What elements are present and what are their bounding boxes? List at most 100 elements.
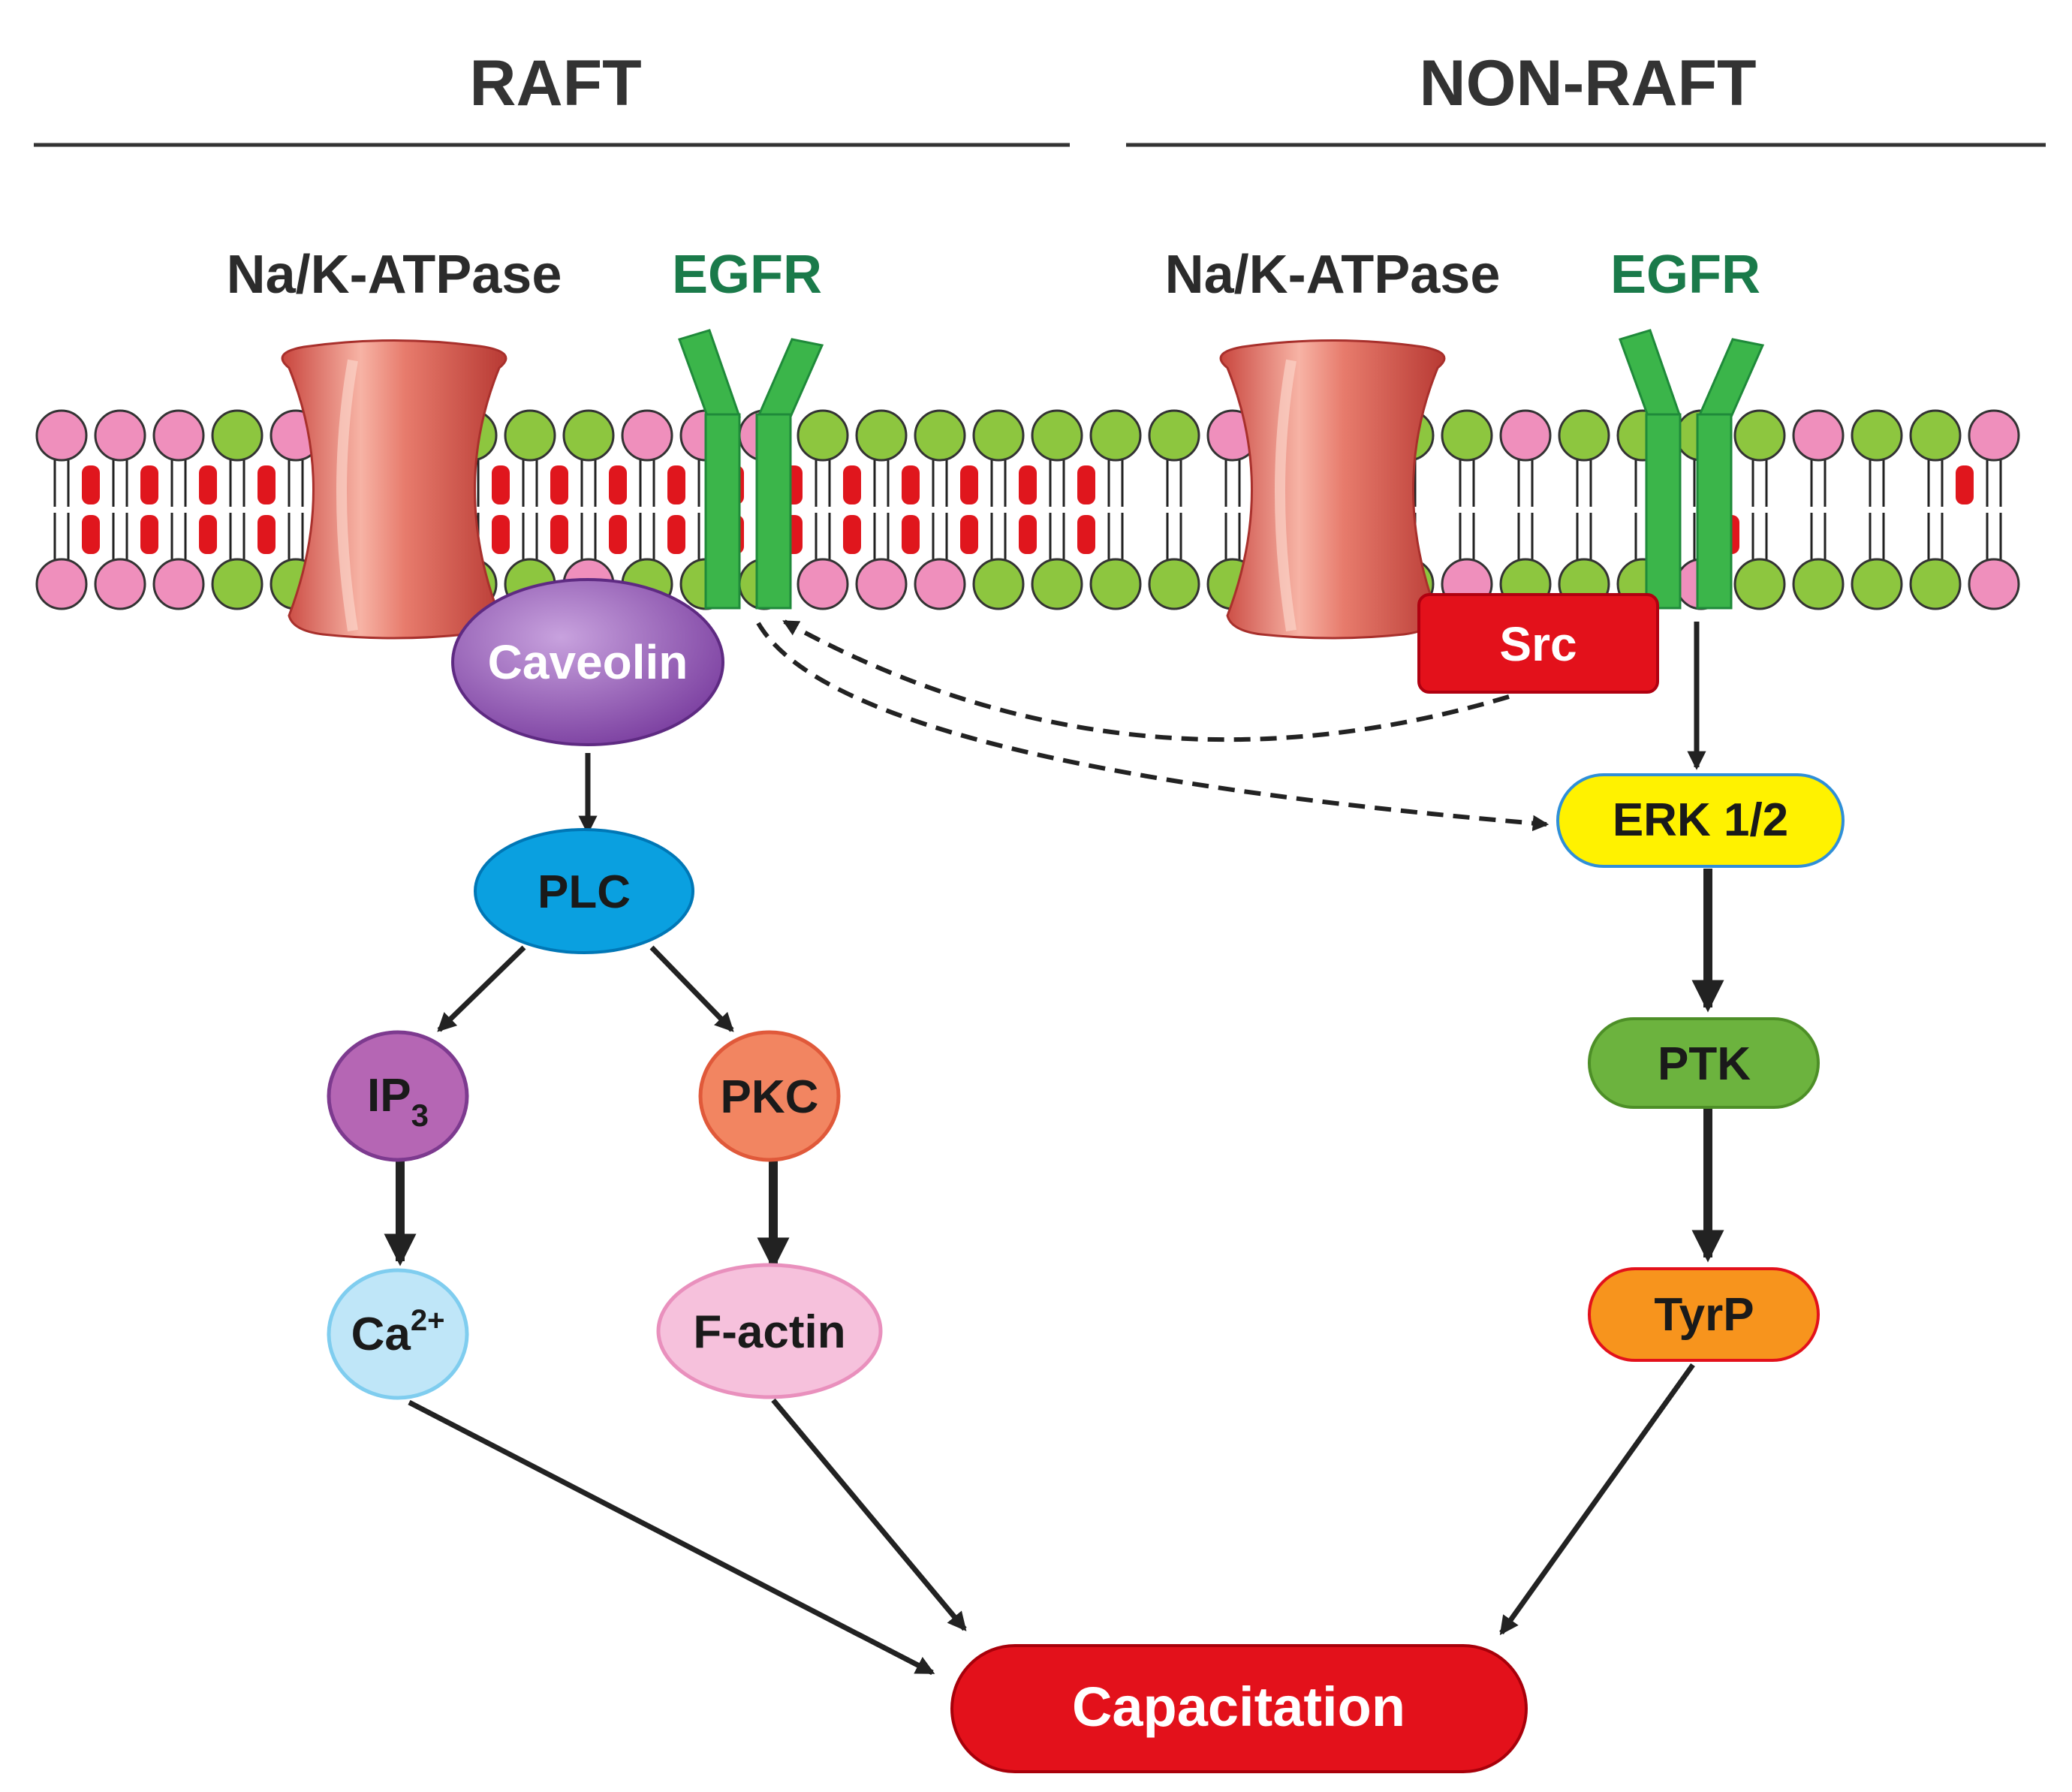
lipid-head xyxy=(1148,558,1200,610)
lipid-head xyxy=(35,558,88,610)
cholesterol xyxy=(843,465,861,504)
svg-text:IP3: IP3 xyxy=(367,1070,429,1133)
cholesterol xyxy=(667,515,685,554)
capacitation-label: Capacitation xyxy=(1072,1676,1405,1738)
egfr-to-erk-dashed-arrow xyxy=(756,622,1549,832)
tyrp-label: TyrP xyxy=(1654,1289,1754,1341)
node-ptk: PTK xyxy=(1588,1017,1820,1109)
cholesterol xyxy=(1956,465,1974,504)
cholesterol xyxy=(843,515,861,554)
cholesterol xyxy=(1077,465,1095,504)
cholesterol xyxy=(550,515,568,554)
lipid-head xyxy=(797,558,849,610)
lipid-head xyxy=(94,558,146,610)
lipid-head xyxy=(1909,558,1962,610)
plc-to-ip3-arrow xyxy=(437,945,526,1032)
cholesterol xyxy=(492,465,510,504)
lipid-head xyxy=(211,409,264,462)
factin-to-capacitation-arrow xyxy=(771,1398,967,1631)
raft-header: RAFT xyxy=(469,47,641,119)
lipid-head xyxy=(1733,558,1786,610)
lipid-head xyxy=(855,409,908,462)
node-erk: ERK 1/2 xyxy=(1556,773,1845,868)
src-to-egfr-dashed-arrow xyxy=(782,619,1510,742)
node-caveolin: Caveolin xyxy=(451,578,724,746)
lipid-head xyxy=(1089,558,1142,610)
svg-text:Ca2+: Ca2+ xyxy=(351,1304,445,1360)
lipid-head xyxy=(152,409,205,462)
cholesterol xyxy=(609,465,627,504)
lipid-head xyxy=(1792,409,1845,462)
plc-label: PLC xyxy=(538,866,631,918)
cholesterol xyxy=(140,465,158,504)
lipid-head xyxy=(972,558,1025,610)
ptk-label: PTK xyxy=(1658,1038,1751,1090)
lipid-head xyxy=(562,409,615,462)
cholesterol xyxy=(609,515,627,554)
lipid-head xyxy=(914,409,966,462)
cholesterol xyxy=(902,465,920,504)
raft-na-k-atpase-pump xyxy=(281,339,507,640)
lipid-head xyxy=(914,558,966,610)
cholesterol xyxy=(1019,465,1037,504)
plc-to-pkc-arrow xyxy=(649,945,734,1032)
nonraft-na-k-atpase-pump xyxy=(1219,339,1446,640)
cholesterol xyxy=(1019,515,1037,554)
factin-label: F-actin xyxy=(693,1306,845,1358)
node-ip3: IP3 xyxy=(327,1030,469,1162)
cholesterol xyxy=(902,515,920,554)
pkc-label: PKC xyxy=(721,1071,819,1123)
cholesterol xyxy=(199,515,217,554)
cholesterol xyxy=(492,515,510,554)
lipid-head xyxy=(621,409,673,462)
node-src: Src xyxy=(1417,593,1659,694)
lipid-head xyxy=(1968,409,2020,462)
lipid-head xyxy=(94,409,146,462)
lipid-head xyxy=(1851,558,1903,610)
cholesterol xyxy=(199,465,217,504)
nonraft-na-k-atpase-label: Na/K-ATPase xyxy=(1165,245,1501,305)
cholesterol xyxy=(257,515,276,554)
cholesterol xyxy=(82,465,100,504)
node-tyrp: TyrP xyxy=(1588,1267,1820,1362)
lipid-head xyxy=(1031,558,1083,610)
cholesterol xyxy=(550,465,568,504)
raft-egfr-label: EGFR xyxy=(672,245,822,305)
caveolin-label: Caveolin xyxy=(488,635,688,689)
nonraft-header: NON-RAFT xyxy=(1419,47,1756,119)
lipid-head xyxy=(1733,409,1786,462)
lipid-head xyxy=(1792,558,1845,610)
lipid-head xyxy=(1148,409,1200,462)
ip3-subscript: 3 xyxy=(411,1098,429,1133)
tyrp-to-capacitation-arrow xyxy=(1499,1363,1695,1636)
membrane-protein-labels: Na/K-ATPase EGFR Na/K-ATPase EGFR xyxy=(227,245,1760,305)
lipid-head xyxy=(1909,409,1962,462)
lipid-head xyxy=(1851,409,1903,462)
cholesterol xyxy=(960,465,978,504)
calcium-superscript: 2+ xyxy=(411,1304,445,1337)
erk-label: ERK 1/2 xyxy=(1613,794,1788,846)
cholesterol xyxy=(82,515,100,554)
section-headers: RAFT NON-RAFT xyxy=(34,47,2046,147)
node-pkc: PKC xyxy=(698,1030,841,1162)
ca-to-capacitation-arrow xyxy=(408,1399,935,1676)
node-capacitation: Capacitation xyxy=(950,1644,1528,1773)
lipid-head xyxy=(1089,409,1142,462)
node-calcium: Ca2+ xyxy=(327,1268,469,1400)
nonraft-egfr-label: EGFR xyxy=(1610,245,1760,305)
lipid-head xyxy=(1558,409,1610,462)
cholesterol xyxy=(960,515,978,554)
src-label: Src xyxy=(1499,617,1577,671)
ip3-label: IP xyxy=(367,1070,411,1122)
lipid-head xyxy=(1031,409,1083,462)
raft-na-k-atpase-label: Na/K-ATPase xyxy=(227,245,562,305)
node-plc: PLC xyxy=(474,828,694,954)
cholesterol xyxy=(257,465,276,504)
lipid-head xyxy=(972,409,1025,462)
node-factin: F-actin xyxy=(656,1263,883,1399)
nonraft-egfr-receptor xyxy=(1619,329,1765,610)
pathway-edges xyxy=(384,619,1724,1676)
lipid-head xyxy=(35,409,88,462)
